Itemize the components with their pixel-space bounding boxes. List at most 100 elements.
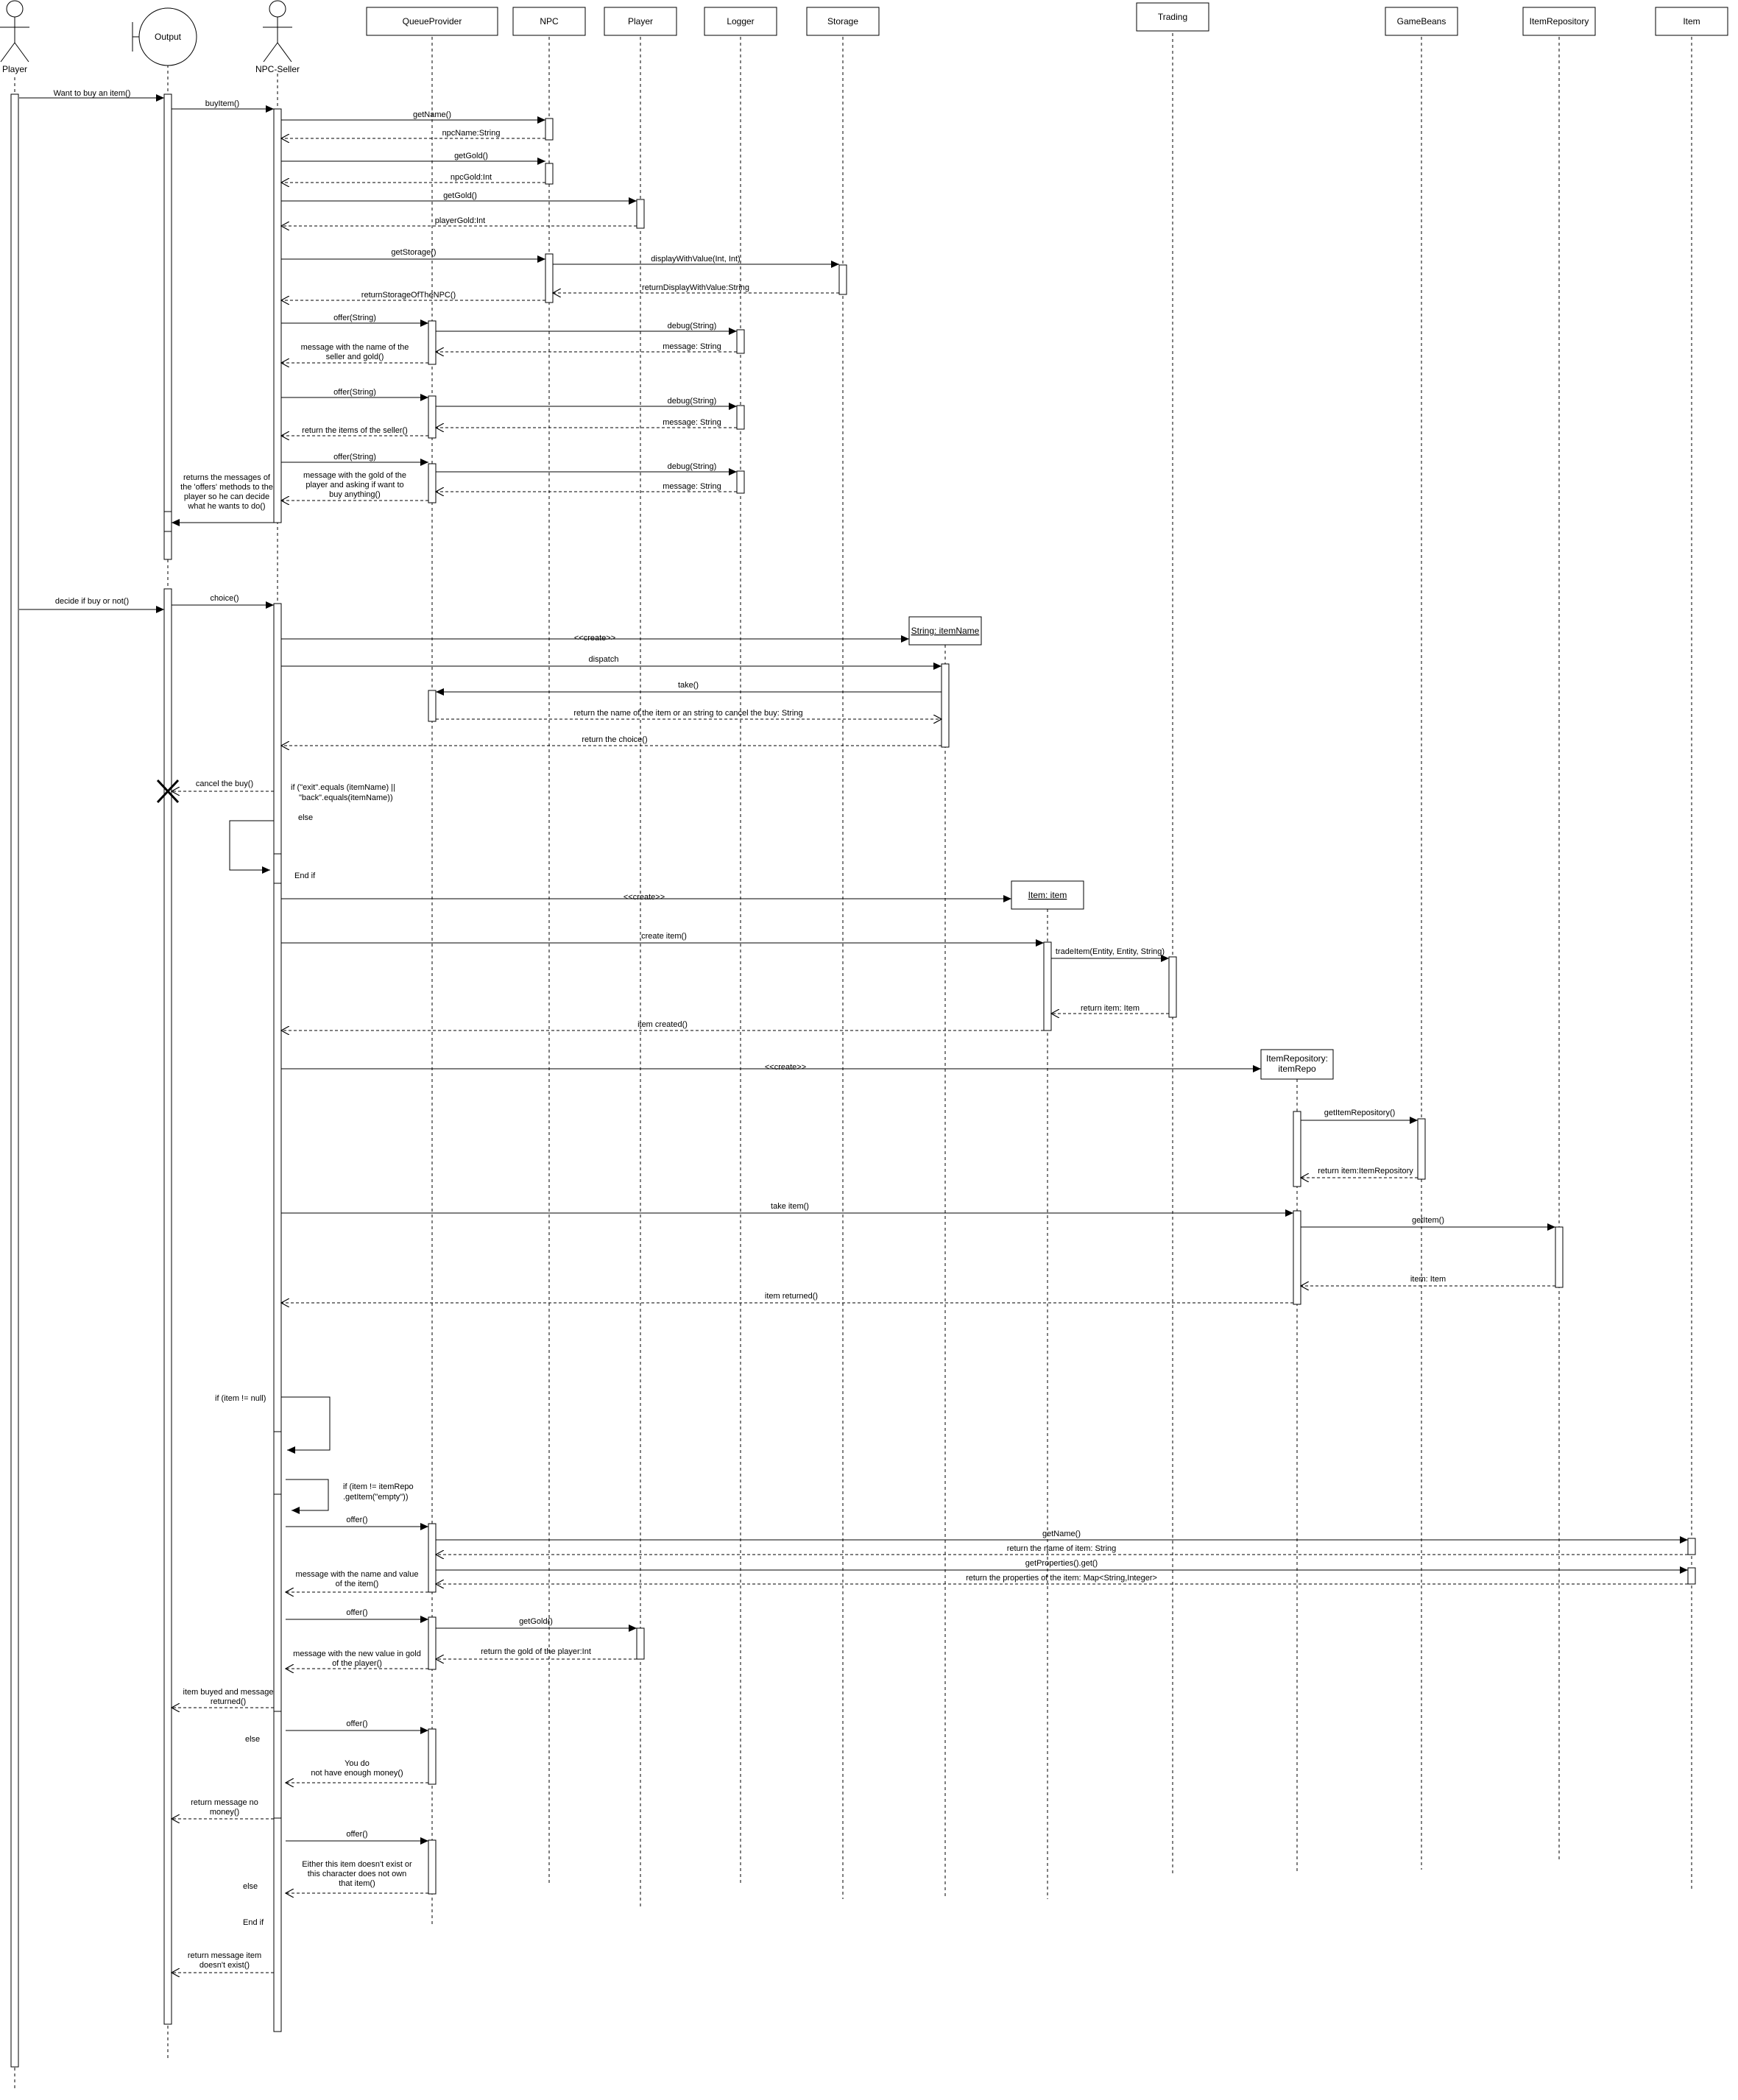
condition-note: End if bbox=[294, 872, 316, 880]
message-label: returnStorageOfTheNPC() bbox=[361, 291, 456, 300]
message-label: return message item bbox=[188, 1951, 261, 1960]
participant-box-item bbox=[1655, 7, 1728, 36]
activation-bar bbox=[545, 163, 554, 185]
condition-note: "back".equals(itemName)) bbox=[299, 793, 393, 802]
activation-bar bbox=[545, 118, 554, 141]
participant-label-storage: Storage bbox=[827, 16, 858, 26]
message-label: npcGold:Int bbox=[451, 173, 492, 182]
self-call-arrow bbox=[281, 1396, 331, 1454]
activation-bar bbox=[428, 690, 437, 722]
participant-label-queue: QueueProvider bbox=[403, 16, 462, 26]
message-label: You do bbox=[345, 1759, 370, 1768]
activation-bar bbox=[428, 395, 437, 439]
activation-bar bbox=[736, 329, 745, 354]
object-label-itemrepo: ItemRepository: bbox=[1266, 1053, 1328, 1064]
message-label: message with the name and value bbox=[296, 1570, 419, 1579]
message-label: npcName:String bbox=[442, 129, 501, 138]
message-label: return the gold of the player:Int bbox=[481, 1647, 591, 1656]
message-label: return item: Item bbox=[1081, 1004, 1140, 1013]
activation-bar bbox=[1687, 1567, 1696, 1585]
message-label: message: String bbox=[663, 342, 721, 351]
message-label: item returned() bbox=[765, 1292, 818, 1301]
message-label: message: String bbox=[663, 482, 721, 491]
message-label: getItem() bbox=[1412, 1216, 1444, 1225]
message-label: message with the gold of the bbox=[303, 471, 406, 480]
message-label: <<create>> bbox=[765, 1063, 806, 1072]
message-label: not have enough money() bbox=[311, 1769, 403, 1778]
actor-player_actor-icon bbox=[0, 0, 29, 63]
object-label-itemname: String: itemName bbox=[911, 626, 980, 636]
activation-bar bbox=[273, 853, 282, 884]
activation-bar bbox=[636, 1627, 645, 1660]
message-label: offer(String) bbox=[333, 453, 376, 462]
activation-bar bbox=[428, 320, 437, 365]
message-label: cancel the buy() bbox=[196, 779, 253, 788]
message-label: getStorage() bbox=[391, 248, 436, 257]
participant-label-item: Item bbox=[1683, 16, 1700, 26]
message-label: that item() bbox=[339, 1879, 375, 1888]
condition-note: else bbox=[243, 1882, 258, 1891]
object-label-itemrepo: itemRepo bbox=[1278, 1064, 1316, 1074]
activation-bar bbox=[636, 199, 645, 229]
activation-bar bbox=[273, 603, 282, 2032]
message-label: buyItem() bbox=[205, 99, 239, 108]
boundary-label-output: Output bbox=[155, 32, 182, 42]
message-label: take() bbox=[678, 681, 699, 690]
condition-note: End if bbox=[243, 1918, 264, 1927]
boundary-output-icon bbox=[132, 7, 197, 66]
activation-bar bbox=[1687, 1538, 1696, 1555]
message-label: offer() bbox=[346, 1608, 367, 1617]
activation-bar bbox=[1555, 1226, 1564, 1288]
message-label: return the properties of the item: Map<S… bbox=[966, 1574, 1157, 1583]
message-label: getGold() bbox=[443, 191, 477, 200]
message-label: what he wants to do() bbox=[187, 502, 265, 511]
message-label: take item() bbox=[771, 1202, 809, 1211]
message-label: displayWithValue(Int, Int) bbox=[651, 255, 740, 264]
message-label: return message no bbox=[191, 1798, 258, 1807]
message-label: debug(String) bbox=[668, 322, 717, 330]
message-label: message with the new value in gold bbox=[293, 1650, 421, 1658]
participant-box-queue bbox=[366, 7, 498, 36]
participant-label-gamebeans: GameBeans bbox=[1397, 16, 1446, 26]
participant-box-gamebeans bbox=[1385, 7, 1458, 36]
message-label: getGold() bbox=[519, 1617, 553, 1626]
participant-label-npc: NPC bbox=[540, 16, 559, 26]
condition-note: else bbox=[298, 813, 313, 822]
message-label: offer(String) bbox=[333, 314, 376, 322]
message-label: of the item() bbox=[336, 1580, 379, 1588]
message-label: getName() bbox=[1042, 1530, 1081, 1538]
message-label: of the player() bbox=[332, 1659, 382, 1668]
message-label: return the items of the seller() bbox=[302, 426, 408, 435]
object-box-itemobj bbox=[1011, 880, 1084, 910]
activation-bar bbox=[838, 264, 847, 295]
activation-bar bbox=[1417, 1118, 1426, 1180]
message-label: debug(String) bbox=[668, 462, 717, 471]
self-call-arrow bbox=[229, 820, 274, 874]
message-label: item created() bbox=[637, 1020, 688, 1029]
message-label: player and asking if want to bbox=[305, 481, 403, 489]
activation-bar bbox=[1293, 1111, 1301, 1187]
message-label: getItemRepository() bbox=[1324, 1109, 1396, 1117]
participant-box-logger bbox=[704, 7, 777, 36]
activation-bar bbox=[736, 470, 745, 494]
message-label: returnDisplayWithValue:String bbox=[642, 283, 749, 292]
activation-bar bbox=[163, 93, 172, 560]
actor-label-npc_seller: NPC-Seller bbox=[255, 64, 300, 74]
message-label: getName() bbox=[413, 110, 451, 119]
participant-label-player_box: Player bbox=[628, 16, 653, 26]
condition-note: .getItem("empty")) bbox=[343, 1493, 409, 1502]
message-label: buy anything() bbox=[329, 490, 381, 499]
activation-bar bbox=[428, 1523, 437, 1593]
participant-label-logger: Logger bbox=[727, 16, 754, 26]
message-label: getGold() bbox=[454, 152, 488, 160]
participant-box-player_box bbox=[604, 7, 677, 36]
message-label: money() bbox=[210, 1808, 239, 1817]
message-label: choice() bbox=[210, 594, 239, 603]
activation-bar bbox=[736, 405, 745, 430]
message-label: tradeItem(Entity, Entity, String) bbox=[1056, 947, 1165, 956]
destroy-x-icon bbox=[156, 779, 180, 804]
activation-bar bbox=[10, 93, 19, 2068]
actor-label-player_actor: Player bbox=[2, 64, 27, 74]
message-label: message with the name of the bbox=[301, 343, 409, 352]
activation-bar bbox=[428, 1728, 437, 1785]
